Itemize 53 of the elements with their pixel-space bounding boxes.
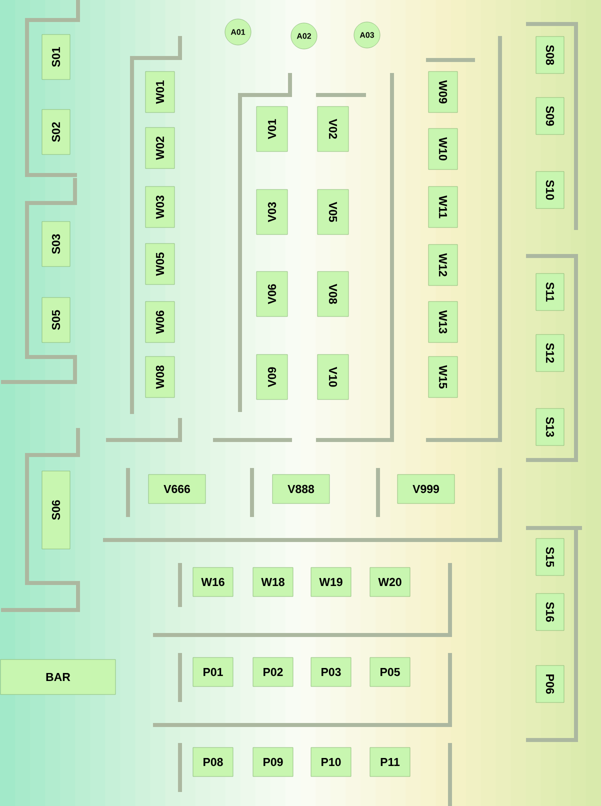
table-box: V05: [317, 189, 349, 235]
table-box: P11: [370, 747, 410, 777]
table-box: W19: [310, 567, 352, 597]
table-box: P08: [192, 747, 234, 777]
table-box: S11: [536, 273, 564, 311]
table-box: S10: [536, 171, 564, 209]
table-box: W03: [145, 186, 175, 228]
table-box: W11: [428, 186, 458, 228]
table-box: W06: [145, 301, 175, 343]
table-box: V06: [256, 271, 288, 317]
table-box: P01: [192, 657, 234, 687]
table-box: S03: [42, 221, 70, 267]
table-box: P10: [310, 747, 352, 777]
table-box: W01: [145, 71, 175, 113]
table-box: S01: [42, 34, 70, 80]
table-box: W09: [428, 71, 458, 113]
round-table: A01: [224, 18, 252, 46]
table-box: V09: [256, 354, 288, 400]
table-box: W20: [370, 567, 410, 597]
bar-counter: BAR: [0, 659, 116, 695]
round-table: A02: [290, 22, 318, 50]
table-box: V888: [272, 474, 330, 504]
table-box: P05: [370, 657, 410, 687]
table-box: S15: [536, 538, 564, 576]
table-box: S09: [536, 97, 564, 135]
table-box: P09: [252, 747, 294, 777]
table-box: V03: [256, 189, 288, 235]
table-box: S12: [536, 334, 564, 372]
table-box: V666: [148, 474, 206, 504]
table-box: P03: [310, 657, 352, 687]
table-box: W12: [428, 244, 458, 286]
table-box: W02: [145, 127, 175, 169]
table-box: S02: [42, 109, 70, 155]
table-box: V999: [397, 474, 455, 504]
table-box: W08: [145, 356, 175, 398]
table-box: V01: [256, 106, 288, 152]
table-box: S16: [536, 593, 564, 631]
table-box: S13: [536, 408, 564, 446]
table-box: V02: [317, 106, 349, 152]
table-box: V10: [317, 354, 349, 400]
table-box: P06: [536, 665, 564, 703]
table-box: W05: [145, 243, 175, 285]
round-table: A03: [354, 22, 380, 48]
table-box: P02: [252, 657, 294, 687]
table-box: S06: [42, 470, 70, 550]
table-box: V08: [317, 271, 349, 317]
table-box: S08: [536, 36, 564, 74]
table-box: W13: [428, 301, 458, 343]
table-box: W15: [428, 356, 458, 398]
table-box: W18: [252, 567, 294, 597]
table-box: W10: [428, 128, 458, 170]
table-box: S05: [42, 297, 70, 343]
table-box: W16: [192, 567, 234, 597]
